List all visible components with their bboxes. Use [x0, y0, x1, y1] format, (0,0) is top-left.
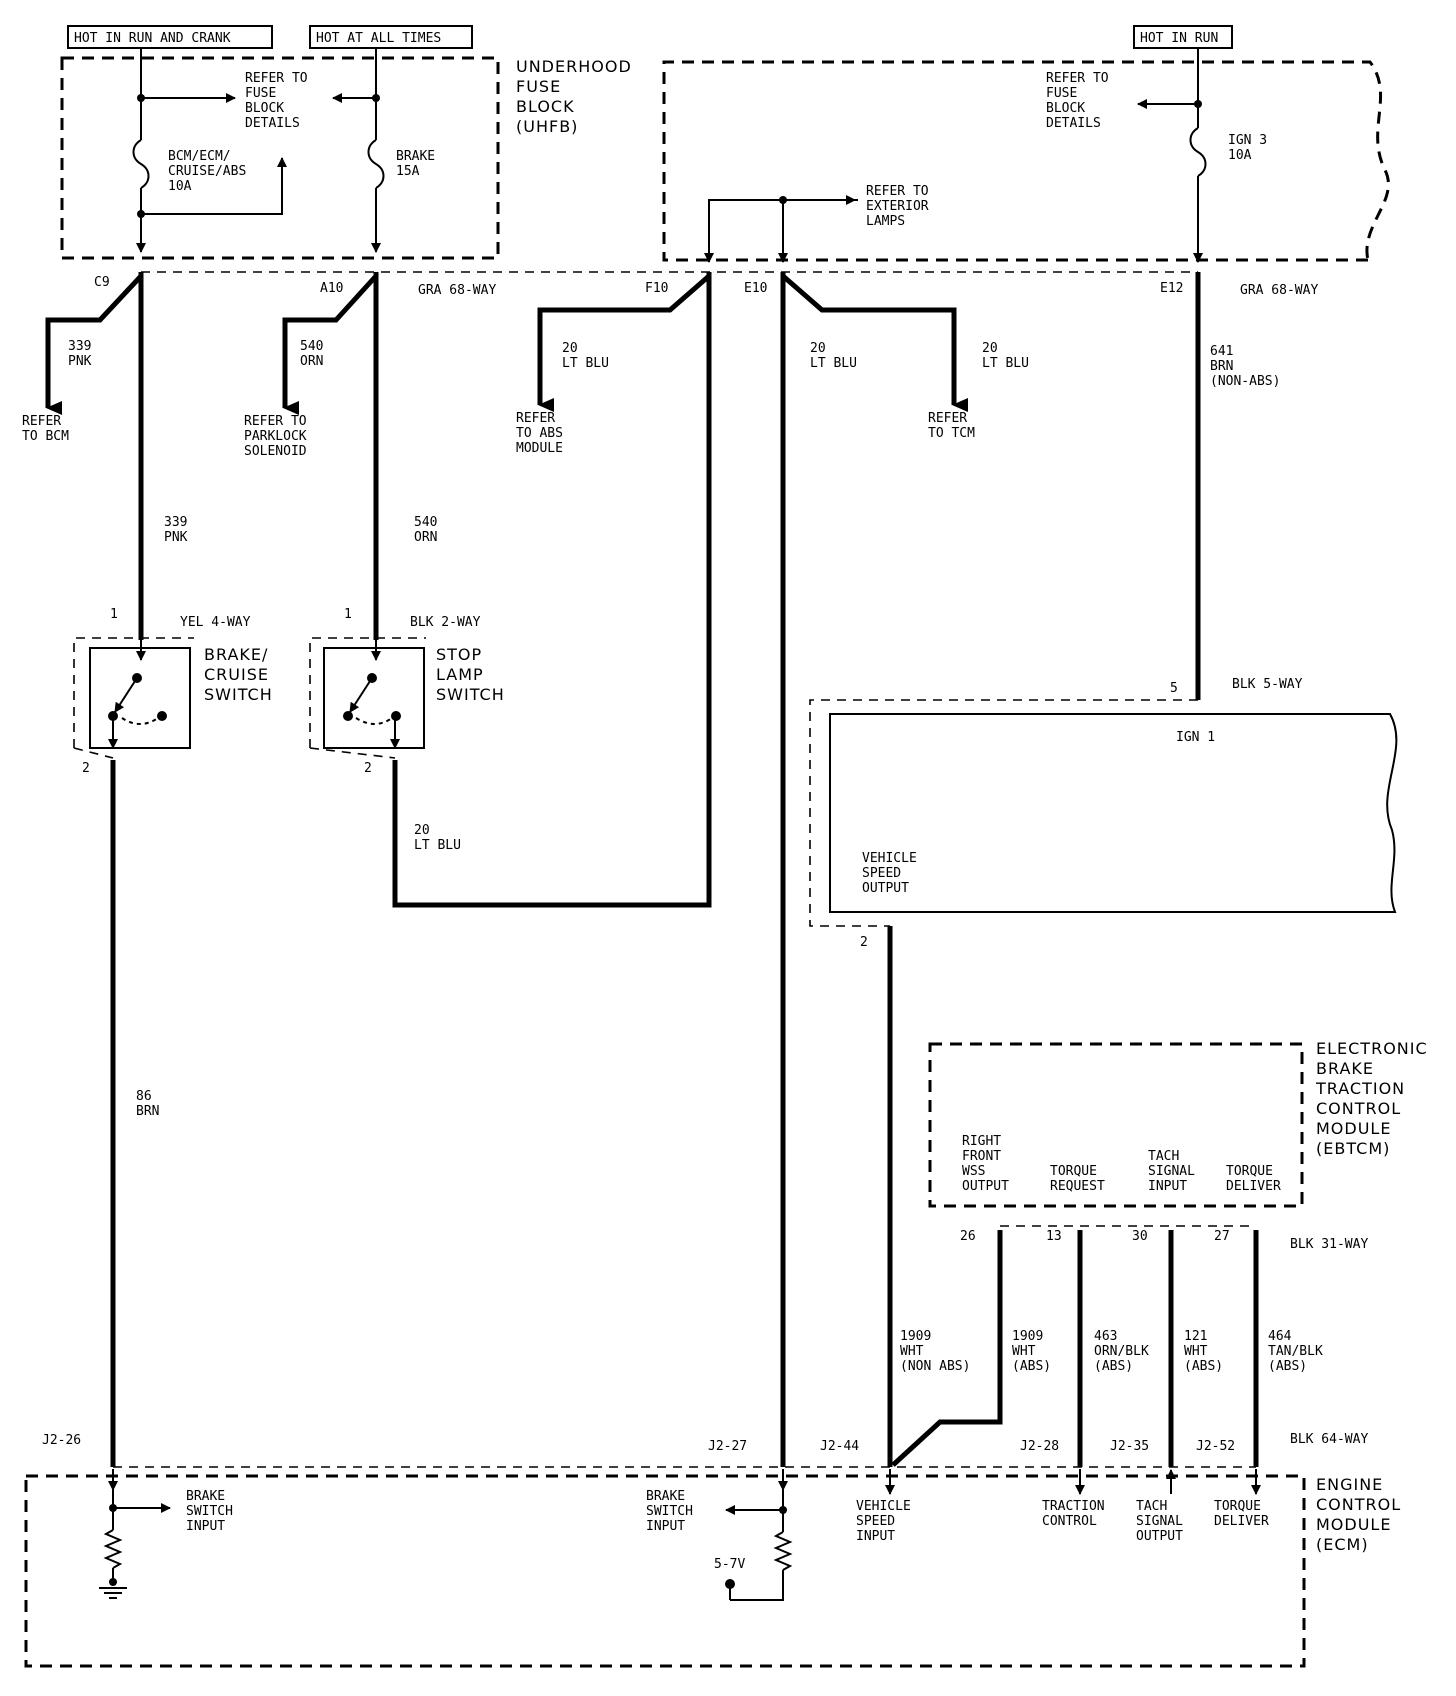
ecm-brake-input-2-circuit [725, 1469, 793, 1601]
pin-stop-sw-2: 2 [364, 761, 372, 776]
pin-j2-28: J2-28 [1020, 1439, 1059, 1454]
stop-lamp-switch [309, 637, 426, 759]
stop-lamp-name: STOP LAMP SWITCH [436, 645, 505, 704]
ecm-traction-control: TRACTION CONTROL [1042, 1499, 1112, 1529]
blk-2-way: BLK 2-WAY [410, 615, 481, 630]
blk-31-way: BLK 31-WAY [1290, 1237, 1368, 1252]
ign-1-label: IGN 1 [1176, 730, 1215, 745]
yel-4-way: YEL 4-WAY [180, 615, 251, 630]
pin-j2-27: J2-27 [708, 1439, 747, 1454]
ebtcm-torque-deliver: TORQUE DELIVER [1226, 1164, 1281, 1194]
wire-20-lt-blu-f10 [392, 272, 712, 908]
svg-text:HOT IN RUN AND CRANK: HOT IN RUN AND CRANK [74, 31, 231, 46]
ecm-torque-deliver: TORQUE DELIVER [1214, 1499, 1269, 1529]
wire-20-lt-blu-e10 [780, 272, 968, 1467]
uhfb-box [60, 56, 500, 260]
ecm-brake-input-circuit [99, 1469, 171, 1599]
pin-vss-2: 2 [860, 935, 868, 950]
pin-ebtcm-30: 30 [1132, 1229, 1148, 1244]
blk-5-way: BLK 5-WAY [1232, 677, 1303, 692]
ecm-brake-switch-input-2: BRAKE SWITCH INPUT [646, 1489, 701, 1534]
ebtcm-box [928, 1042, 1304, 1208]
hot-all-times-label: HOT AT ALL TIMES [309, 25, 473, 49]
brake-cruise-name: BRAKE/ CRUISE SWITCH [204, 645, 275, 704]
pin-ebtcm-13: 13 [1046, 1229, 1062, 1244]
pin-j2-44: J2-44 [820, 1439, 859, 1454]
ecm-pin-arrows [885, 1469, 1261, 1495]
ebtcm-tach-input: TACH SIGNAL INPUT [1148, 1149, 1203, 1194]
pin-f10: F10 [645, 281, 668, 296]
wire-1909-wht-abs [891, 1230, 1003, 1467]
pin-j2-26: J2-26 [42, 1433, 81, 1448]
pin-j2-52: J2-52 [1196, 1439, 1235, 1454]
uhfb-internal-wiring [132, 48, 385, 253]
ecm-voltage: 5-7V [714, 1557, 745, 1572]
pin-j2-35: J2-35 [1110, 1439, 1149, 1454]
pin-e12: E12 [1160, 281, 1183, 296]
fuse-bcm-label: BCM/ECM/ CRUISE/ABS 10A [168, 149, 254, 194]
svg-text:HOT AT ALL TIMES: HOT AT ALL TIMES [316, 31, 441, 46]
refer-exterior-lamps: REFER TO EXTERIOR LAMPS [866, 184, 936, 229]
wire-339-pnk [45, 272, 144, 640]
vss-module [809, 699, 1398, 927]
right-fuse-internal-wiring [704, 48, 1207, 263]
ecm-tach-output: TACH SIGNAL OUTPUT [1136, 1499, 1191, 1544]
ecm-name: ENGINE CONTROL MODULE (ECM) [1316, 1475, 1407, 1554]
ecm-brake-switch-input-1: BRAKE SWITCH INPUT [186, 1489, 241, 1534]
pin-vss-5: 5 [1170, 681, 1178, 696]
right-refer-fuse-block: REFER TO FUSE BLOCK DETAILS [1046, 71, 1116, 131]
pin-ebtcm-26: 26 [960, 1229, 976, 1244]
right-fuse-block-box [662, 60, 1390, 262]
wire-540-orn [282, 272, 379, 640]
pin-brake-sw-1: 1 [110, 607, 118, 622]
blk-64-way: BLK 64-WAY [1290, 1432, 1368, 1447]
vehicle-speed-output: VEHICLE SPEED OUTPUT [862, 851, 925, 896]
pin-brake-sw-2: 2 [82, 761, 90, 776]
uhfb-name: UNDERHOOD FUSE BLOCK (UHFB) [516, 57, 638, 136]
pin-c9: C9 [94, 275, 110, 290]
ecm-vss-input: VEHICLE SPEED INPUT [856, 1499, 919, 1544]
hot-in-run-label: HOT IN RUN [1133, 25, 1233, 49]
pin-stop-sw-1: 1 [344, 607, 352, 622]
pin-e10: E10 [744, 281, 767, 296]
hot-run-crank-label: HOT IN RUN AND CRANK [67, 25, 273, 49]
fuse-ign3-label: IGN 3 10A [1228, 133, 1275, 163]
pin-a10: A10 [320, 281, 343, 296]
ebtcm-torque-request: TORQUE REQUEST [1050, 1164, 1105, 1194]
ecm-box [24, 1474, 1306, 1668]
ebtcm-name: ELECTRONIC BRAKE TRACTION CONTROL MODULE… [1315, 1039, 1434, 1158]
uhfb-refer-fuse-block: REFER TO FUSE BLOCK DETAILS [245, 71, 315, 131]
fuse-brake-label: BRAKE 15A [396, 149, 443, 179]
gra-68-way-right: GRA 68-WAY [1240, 283, 1318, 298]
brake-cruise-switch [73, 637, 194, 759]
gra-68-way-left: GRA 68-WAY [418, 283, 496, 298]
svg-text:HOT IN RUN: HOT IN RUN [1140, 31, 1218, 46]
ebtcm-rf-wss: RIGHT FRONT WSS OUTPUT [962, 1134, 1009, 1194]
pin-ebtcm-27: 27 [1214, 1229, 1230, 1244]
